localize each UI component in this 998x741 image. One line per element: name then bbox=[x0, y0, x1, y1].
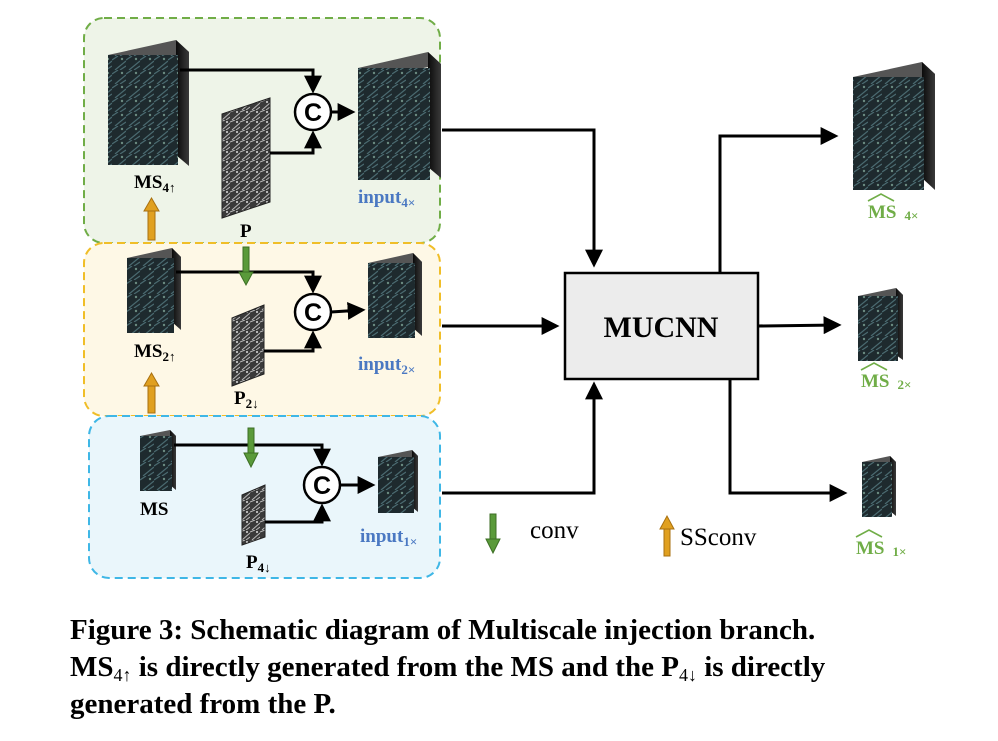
p-patch-image bbox=[221, 97, 271, 219]
concat-circle-4x: C bbox=[293, 92, 333, 132]
ssconv-arrow-ms2-to-ms4 bbox=[143, 196, 160, 241]
arrow-input1-to-mucnn bbox=[442, 381, 603, 495]
concat-circle-1x: C bbox=[302, 465, 342, 505]
arrow-mucnn-to-out4 bbox=[718, 127, 839, 273]
arrow-input4-to-mucnn bbox=[442, 128, 603, 268]
p4-label: P4↓ bbox=[246, 552, 271, 575]
arrow-mucnn-to-out2 bbox=[757, 316, 842, 335]
ms4-cube-image bbox=[108, 40, 189, 166]
svg-text:MS4×: MS4× bbox=[868, 202, 918, 223]
ms2-cube-image bbox=[127, 248, 181, 333]
legend-conv-label: conv bbox=[530, 517, 579, 544]
ms4-label: MS4↑ bbox=[134, 172, 176, 195]
conv-arrow-p-to-p2 bbox=[238, 246, 254, 287]
legend-ssconv-label: SSconv bbox=[680, 524, 757, 551]
p4-patch-image bbox=[241, 484, 266, 546]
mucnn-label: MUCNN bbox=[604, 311, 719, 344]
out1-cube-image bbox=[862, 456, 896, 517]
ms2-label: MS2↑ bbox=[134, 341, 176, 364]
caption-line-1: Figure 3: Schematic diagram of Multiscal… bbox=[70, 612, 970, 649]
svg-text:MS1×: MS1× bbox=[856, 538, 906, 559]
input1-cube-image bbox=[378, 450, 418, 513]
out4-cube-image bbox=[853, 62, 935, 190]
arrow-p-to-concat bbox=[270, 130, 322, 155]
conv-arrow-p2-to-p4 bbox=[243, 427, 259, 469]
svg-text:C: C bbox=[304, 299, 322, 327]
ssconv-legend-arrow-icon bbox=[663, 527, 671, 557]
concat-circle-2x: C bbox=[293, 292, 333, 332]
ms-label: MS bbox=[140, 499, 169, 520]
input1-label: input1× bbox=[360, 526, 417, 549]
arrow-ms2-to-concat bbox=[176, 270, 322, 294]
conv-legend-arrow-icon bbox=[489, 513, 497, 541]
arrow-ms-to-concat bbox=[174, 443, 331, 467]
caption-figure-label: Figure 3: bbox=[70, 614, 184, 646]
input4-label: input4× bbox=[358, 187, 415, 210]
input2-label: input2× bbox=[358, 354, 415, 377]
input4-cube-image bbox=[358, 52, 441, 180]
p-label: P bbox=[240, 221, 252, 242]
svg-text:MS2×: MS2× bbox=[861, 371, 911, 392]
ms-cube-image bbox=[140, 430, 176, 491]
arrow-p2-to-concat bbox=[264, 330, 322, 353]
caption-title: Schematic diagram of Multiscale injectio… bbox=[190, 614, 816, 646]
input2-cube-image bbox=[368, 253, 422, 338]
arrow-p4-to-concat bbox=[265, 503, 331, 524]
legend-ssconv: SSconv bbox=[659, 514, 757, 557]
caption-line-3: generated from the P. bbox=[70, 688, 336, 720]
mucnn-block: MUCNN bbox=[563, 271, 760, 381]
arrow-mucnn-to-out1 bbox=[728, 379, 848, 502]
arrow-concat-to-input2 bbox=[330, 301, 366, 320]
legend-conv: conv bbox=[485, 513, 579, 555]
ssconv-arrow-ms-to-ms2 bbox=[143, 371, 160, 414]
concat-label: C bbox=[304, 99, 322, 127]
figure-caption: Figure 3: Schematic diagram of Multiscal… bbox=[70, 612, 970, 723]
arrow-ms4-to-concat bbox=[180, 68, 322, 94]
p2-patch-image bbox=[231, 304, 265, 387]
svg-text:C: C bbox=[313, 472, 331, 500]
p2-label: P2↓ bbox=[234, 388, 259, 411]
out2-cube-image bbox=[858, 288, 903, 361]
caption-line-2: MS4↑ is directly generated from the MS a… bbox=[70, 651, 826, 685]
